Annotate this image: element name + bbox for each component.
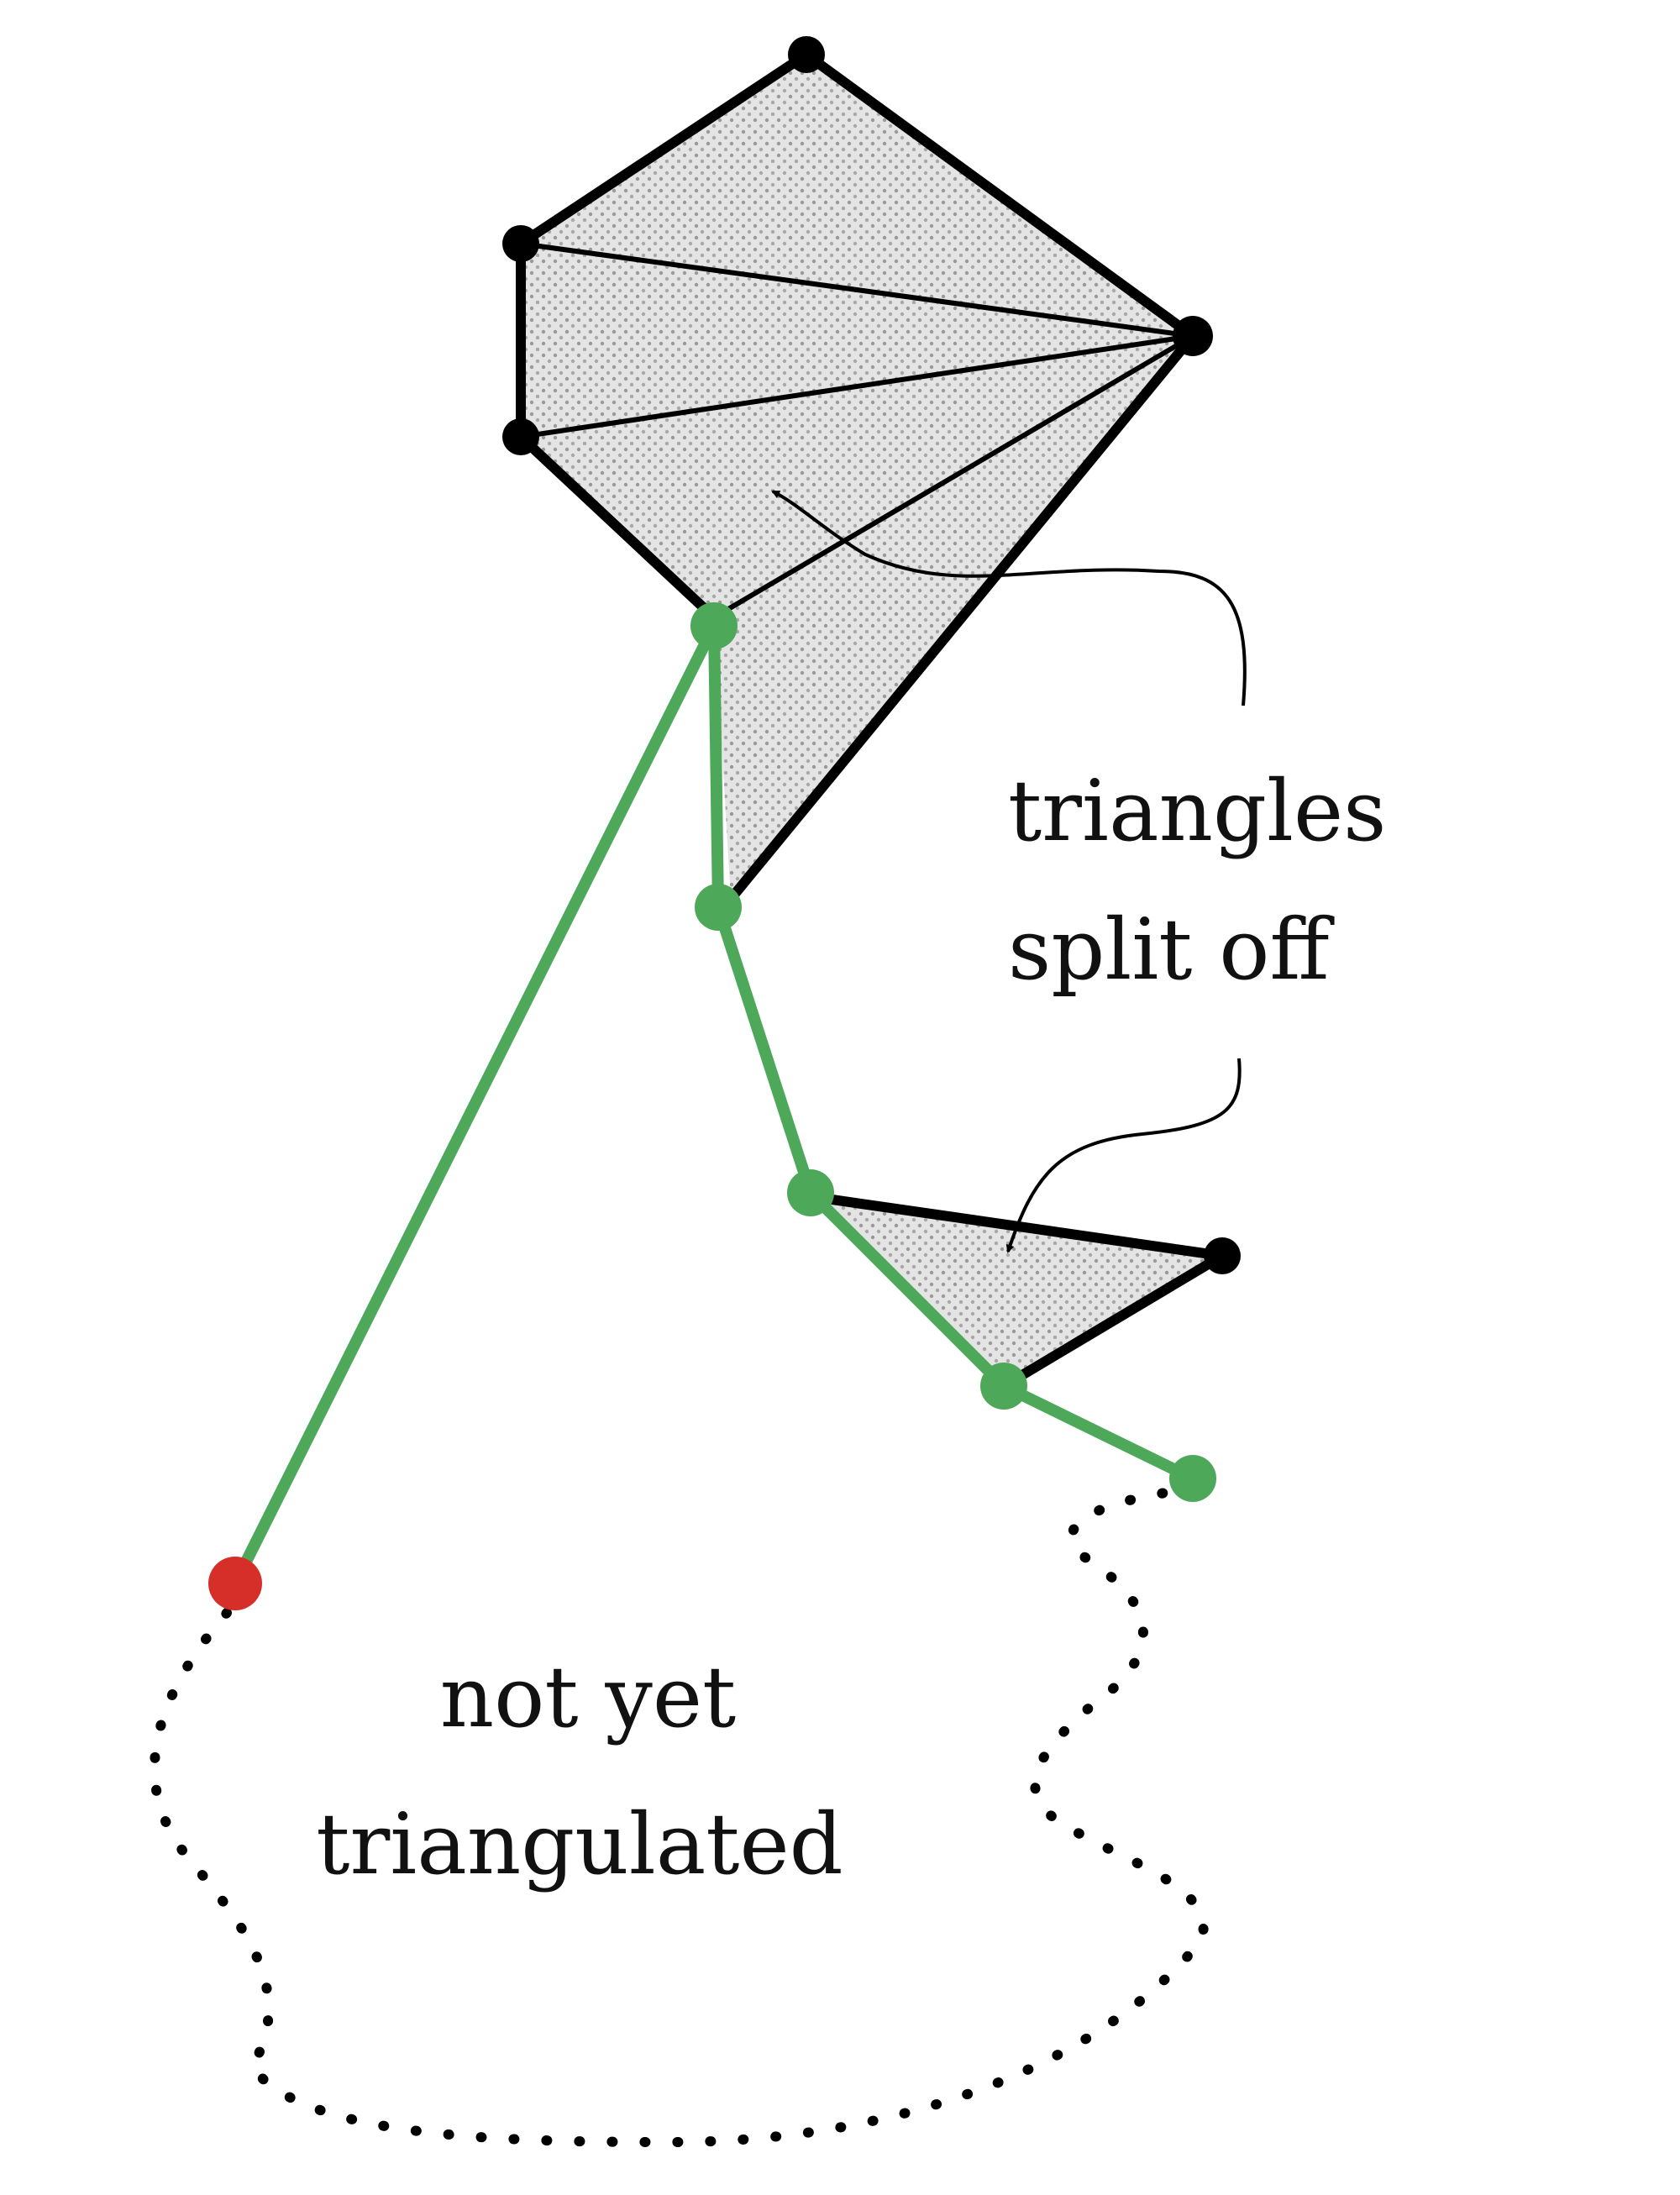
leader-to-upper-triangles xyxy=(771,490,1247,706)
chain-vertex-3 xyxy=(787,1169,834,1216)
start-vertex-red xyxy=(208,1557,262,1610)
vertex-right xyxy=(1173,316,1213,356)
vertex-upper-left xyxy=(502,225,539,262)
chain-vertices xyxy=(690,602,1216,1502)
diagonal-2 xyxy=(520,333,1194,439)
chain-vertex-2 xyxy=(695,884,742,931)
label-split-off: split off xyxy=(1008,901,1335,999)
vertex-top xyxy=(788,36,825,73)
diagonal-1 xyxy=(520,241,1194,339)
not-yet-triangulated-boundary xyxy=(150,1486,1209,2148)
diagonal-3 xyxy=(712,333,1194,620)
label-leaders xyxy=(771,490,1247,1253)
chain-vertex-top xyxy=(690,602,738,649)
label-not-yet: not yet xyxy=(440,1648,736,1746)
upper-boundary-edges xyxy=(516,50,1198,904)
vertex-small-triangle-right xyxy=(1204,1237,1241,1274)
chain-vertex-4 xyxy=(980,1363,1027,1410)
chain-vertex-end xyxy=(1169,1455,1216,1502)
labels: triangles split off not yet triangulated xyxy=(316,762,1386,1893)
label-triangulated: triangulated xyxy=(316,1795,843,1893)
vertex-mid-left xyxy=(502,418,539,455)
upper-triangulated-region xyxy=(516,50,1198,904)
leader-to-small-triangle xyxy=(1005,1058,1242,1253)
label-triangles: triangles xyxy=(1008,762,1387,860)
polygon-vertices xyxy=(502,36,1241,1274)
left-chain-edge xyxy=(229,620,720,1589)
